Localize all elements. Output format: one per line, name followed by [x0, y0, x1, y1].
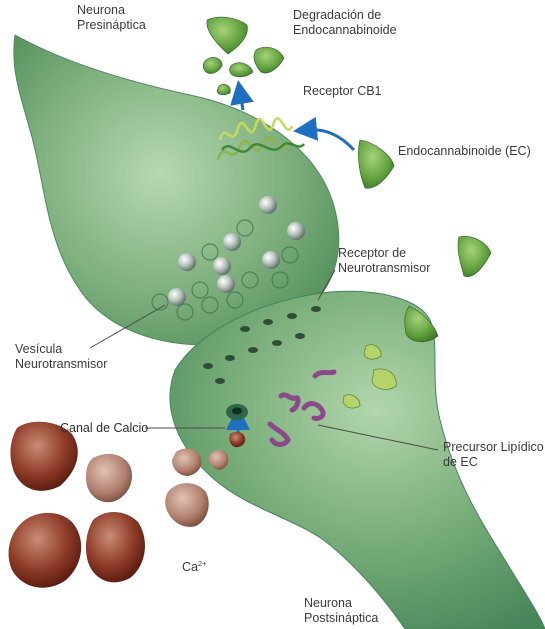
presynaptic-line2: Presináptica [77, 18, 146, 33]
lipid-precursor-line1: Precursor Lipídico [443, 440, 544, 455]
calcium-symbol: Ca [182, 560, 198, 574]
lipid-precursor-line2: de EC [443, 455, 544, 470]
label-cb1-receptor: Receptor CB1 [303, 84, 382, 99]
vesicle-line1: Vesícula [15, 342, 107, 357]
calcium-channel-icon [226, 404, 248, 420]
nt-receptor-line2: Neurotransmisor [338, 261, 430, 276]
nt-receptor-line1: Receptor de [338, 246, 430, 261]
label-calcium-channel: Canal de Calcio [60, 421, 148, 436]
degradation-line2: Endocannabinoide [293, 23, 397, 38]
postsynaptic-line1: Neurona [304, 596, 378, 611]
degradation-line1: Degradación de [293, 8, 397, 23]
label-ec-degradation: Degradación de Endocannabinoide [293, 8, 397, 38]
label-calcium-ion: Ca2+ [182, 560, 207, 575]
label-vesicle: Vesícula Neurotransmisor [15, 342, 107, 372]
calcium-charge: 2+ [198, 559, 207, 568]
postsynaptic-line2: Postsináptica [304, 611, 378, 626]
vesicle-line2: Neurotransmisor [15, 357, 107, 372]
label-lipid-precursor: Precursor Lipídico de EC [443, 440, 544, 470]
label-presynaptic-neuron: Neurona Presináptica [77, 3, 146, 33]
label-nt-receptor: Receptor de Neurotransmisor [338, 246, 430, 276]
presynaptic-line1: Neurona [77, 3, 146, 18]
label-endocannabinoid: Endocannabinoide (EC) [398, 144, 531, 159]
label-postsynaptic-neuron: Neurona Postsináptica [304, 596, 378, 626]
